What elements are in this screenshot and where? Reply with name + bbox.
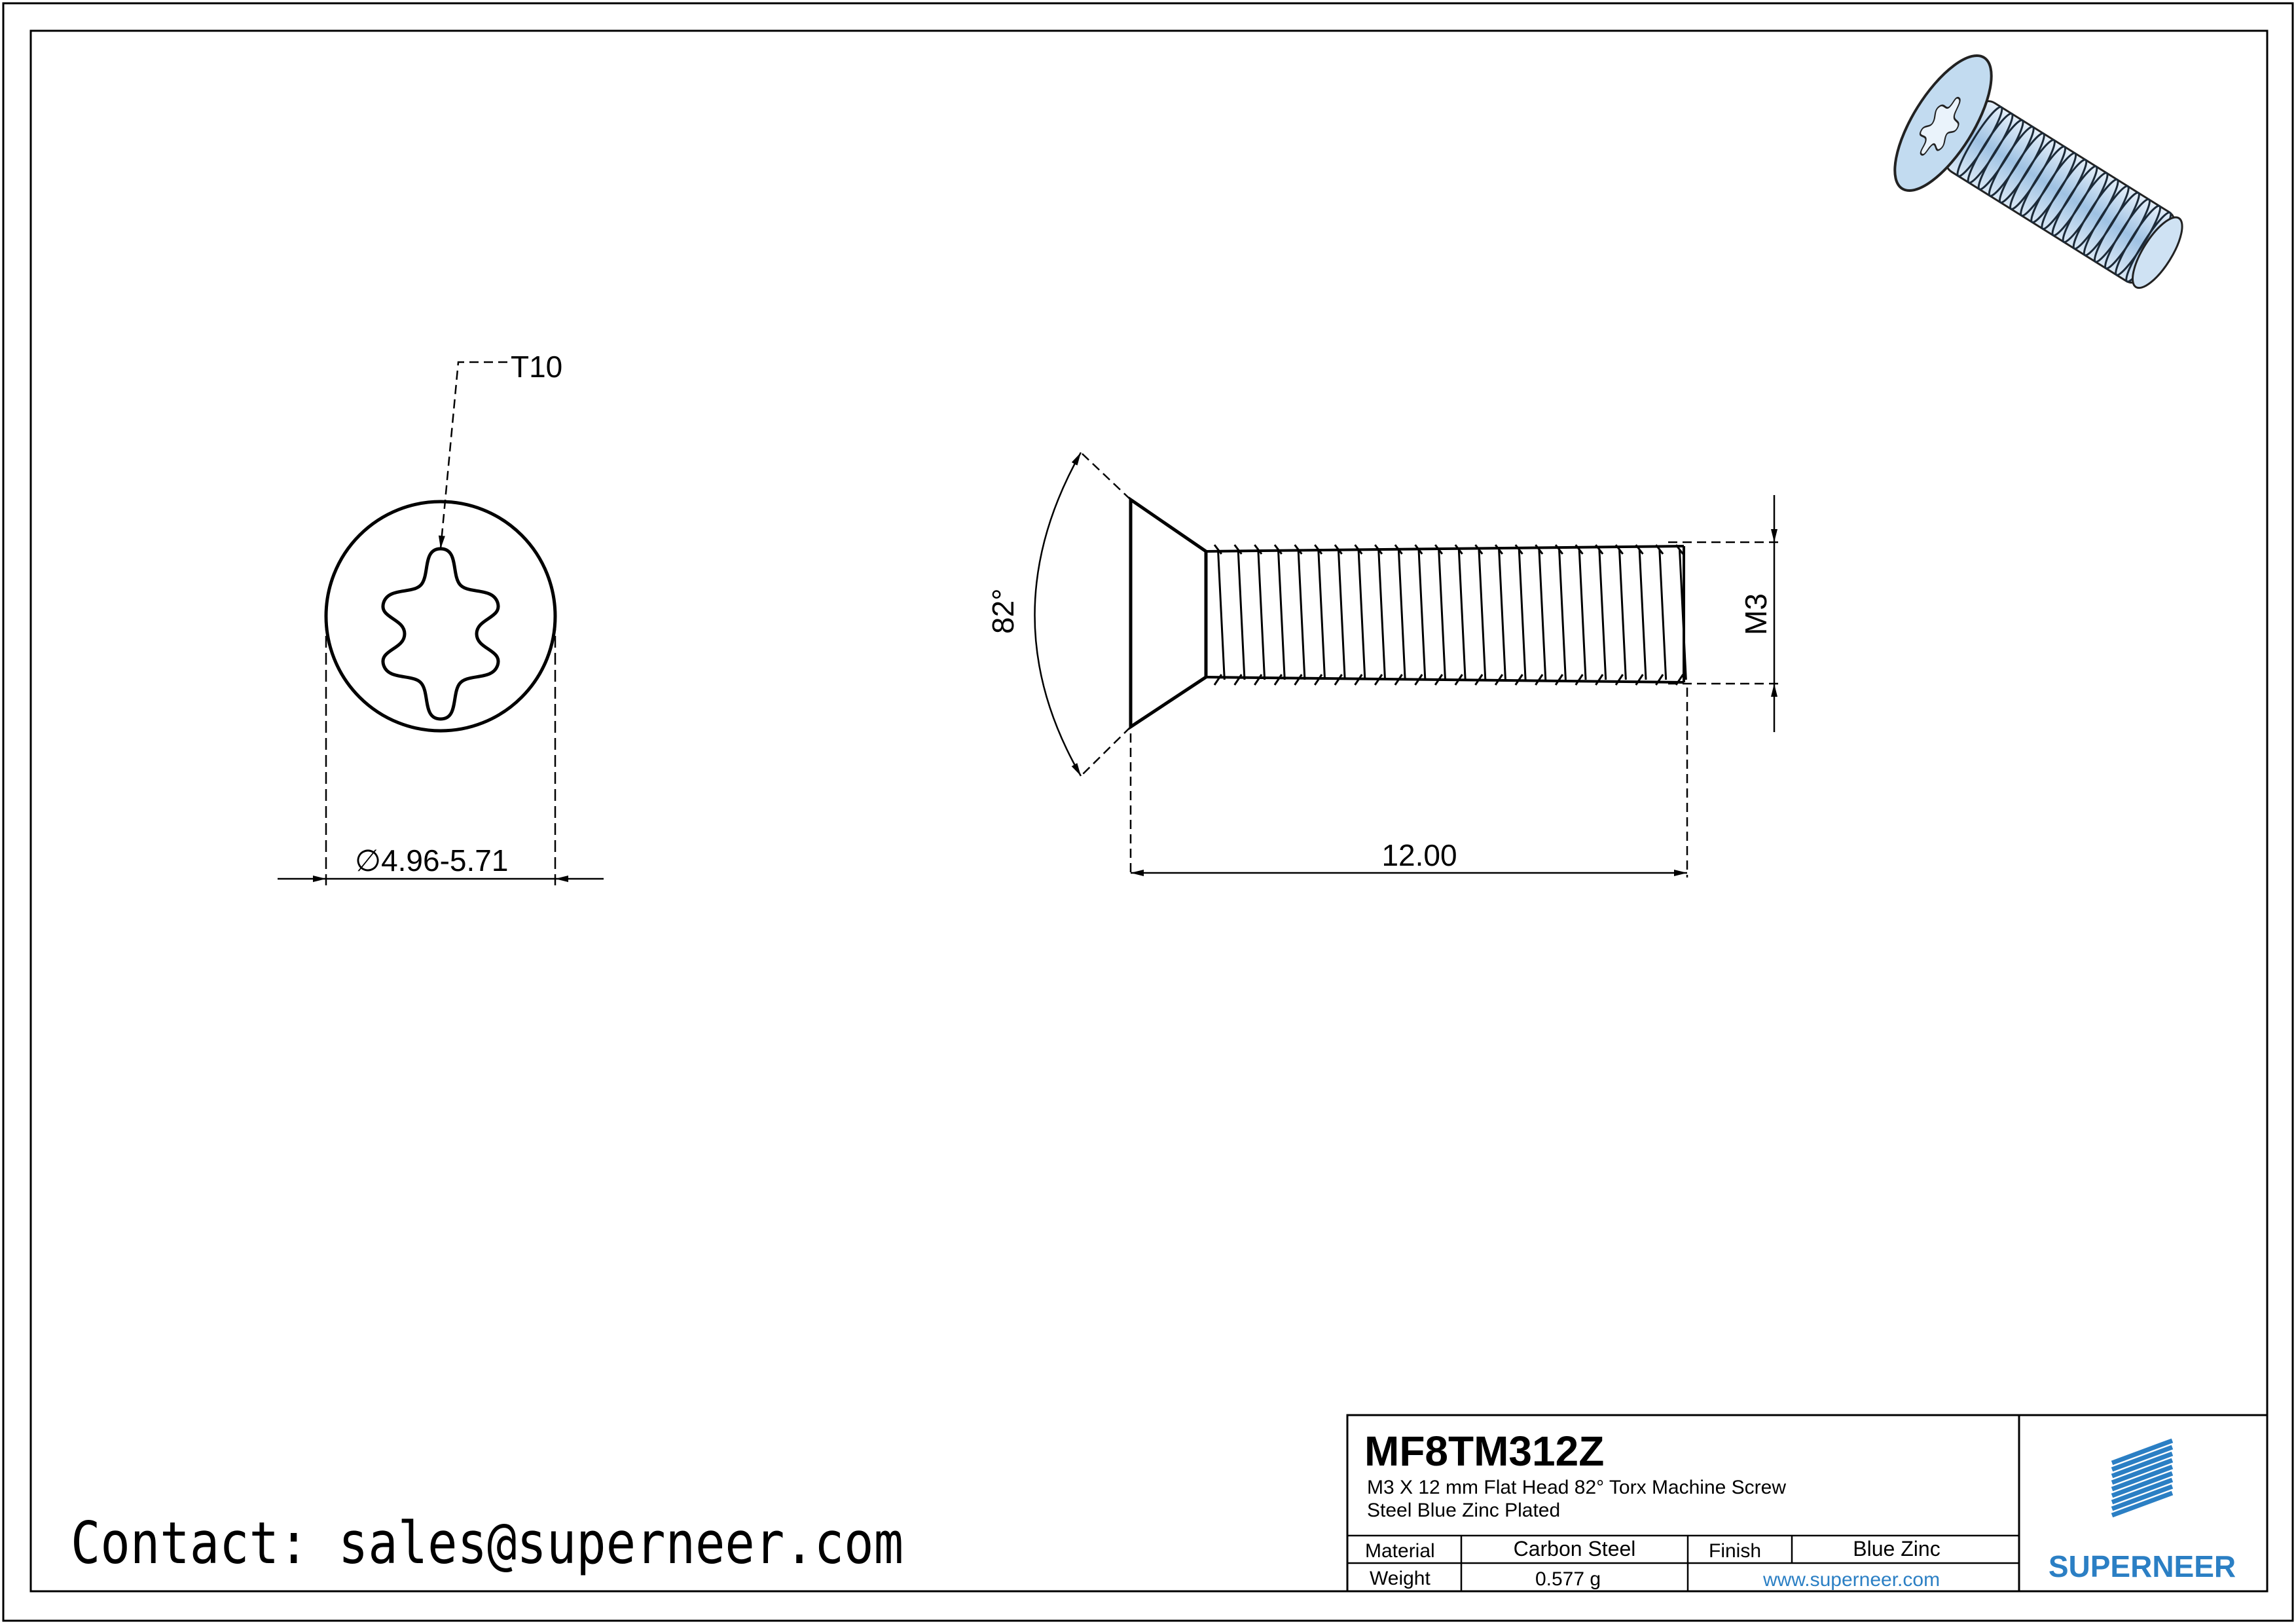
inner-border bbox=[29, 29, 2269, 1593]
thread-crest bbox=[1233, 544, 1246, 686]
angle-label: 82° bbox=[986, 588, 1020, 634]
end-view: T10 ∅4.96-5.71 bbox=[278, 350, 604, 885]
thread-crest bbox=[1454, 544, 1467, 686]
angle-extension-bottom bbox=[1080, 726, 1131, 777]
logo-stripe bbox=[2111, 1471, 2174, 1498]
part-number: MF8TM312Z bbox=[1364, 1428, 1604, 1475]
logo-stripe bbox=[2111, 1451, 2174, 1479]
thread-crest bbox=[1575, 544, 1587, 686]
side-view: 82° M3 12.00 bbox=[986, 452, 1782, 877]
description-line-2: Steel Blue Zinc Plated bbox=[1367, 1500, 1560, 1521]
title-block-frame bbox=[1346, 1414, 2269, 1593]
drive-size-label: T10 bbox=[511, 350, 562, 384]
material-value: Carbon Steel bbox=[1514, 1537, 1636, 1560]
thread-crest bbox=[1374, 544, 1387, 686]
thread-crest bbox=[1314, 544, 1326, 686]
thread-crest bbox=[1494, 544, 1506, 686]
finish-value: Blue Zinc bbox=[1853, 1537, 1940, 1560]
thread-crest bbox=[1394, 544, 1406, 686]
logo-stripe bbox=[2111, 1464, 2174, 1492]
head-circle bbox=[324, 500, 557, 733]
screw-head-profile bbox=[1129, 496, 1208, 730]
superneer-logo-text: SUPERNEER bbox=[2049, 1549, 2236, 1583]
thread-crest bbox=[1554, 544, 1567, 686]
material-label: Material bbox=[1365, 1540, 1435, 1562]
thread-crest bbox=[1254, 544, 1266, 686]
iso-shank-end bbox=[2132, 216, 2183, 289]
thread-crest bbox=[1474, 544, 1487, 686]
thread-lines bbox=[1213, 544, 1687, 686]
finish-label: Finish bbox=[1709, 1540, 1761, 1562]
iso-torx-recess bbox=[1919, 96, 1961, 156]
drive-leader-line bbox=[438, 361, 507, 549]
thread-crest bbox=[1434, 544, 1446, 686]
thread-crest bbox=[1354, 544, 1366, 686]
thread-crest bbox=[1294, 544, 1306, 686]
thread-crest bbox=[1273, 544, 1286, 686]
superneer-logo-icon bbox=[2111, 1438, 2174, 1518]
thread-crest bbox=[1635, 544, 1647, 686]
logo-stripe bbox=[2111, 1458, 2174, 1485]
website-link[interactable]: www.superneer.com bbox=[1762, 1569, 1940, 1591]
logo-stripe bbox=[2111, 1490, 2174, 1518]
thread-crest bbox=[1614, 544, 1627, 686]
angle-extension-top bbox=[1080, 452, 1131, 500]
thread-crest bbox=[1213, 544, 1226, 686]
thread-size-label: M3 bbox=[1739, 593, 1773, 635]
contact-text: Contact: sales@superneer.com bbox=[71, 1509, 903, 1577]
description-line-1: M3 X 12 mm Flat Head 82° Torx Machine Sc… bbox=[1367, 1477, 1786, 1498]
thread-crest bbox=[1535, 544, 1547, 686]
thread-crest bbox=[1414, 544, 1427, 686]
weight-label: Weight bbox=[1370, 1568, 1430, 1589]
thread-crest bbox=[1595, 544, 1607, 686]
iso-thread-rings bbox=[1956, 105, 2172, 283]
weight-value: 0.577 g bbox=[1535, 1568, 1601, 1590]
angle-arc bbox=[1034, 452, 1082, 777]
torx-recess-outline bbox=[381, 547, 500, 721]
length-label: 12.00 bbox=[1381, 838, 1457, 872]
title-block: MF8TM312Z M3 X 12 mm Flat Head 82° Torx … bbox=[1346, 1414, 2269, 1593]
thread-crest bbox=[1655, 544, 1667, 686]
thread-crest bbox=[1334, 544, 1346, 686]
logo-stripe bbox=[2111, 1438, 2174, 1466]
logo-stripe bbox=[2111, 1484, 2174, 1511]
diameter-label: ∅4.96-5.71 bbox=[355, 843, 508, 877]
isometric-screw-image bbox=[1893, 54, 2183, 289]
logo-stripe bbox=[2111, 1477, 2174, 1505]
shank-top-edge bbox=[1205, 545, 1685, 553]
thread-crest bbox=[1514, 544, 1527, 686]
logo-stripe bbox=[2111, 1445, 2174, 1472]
